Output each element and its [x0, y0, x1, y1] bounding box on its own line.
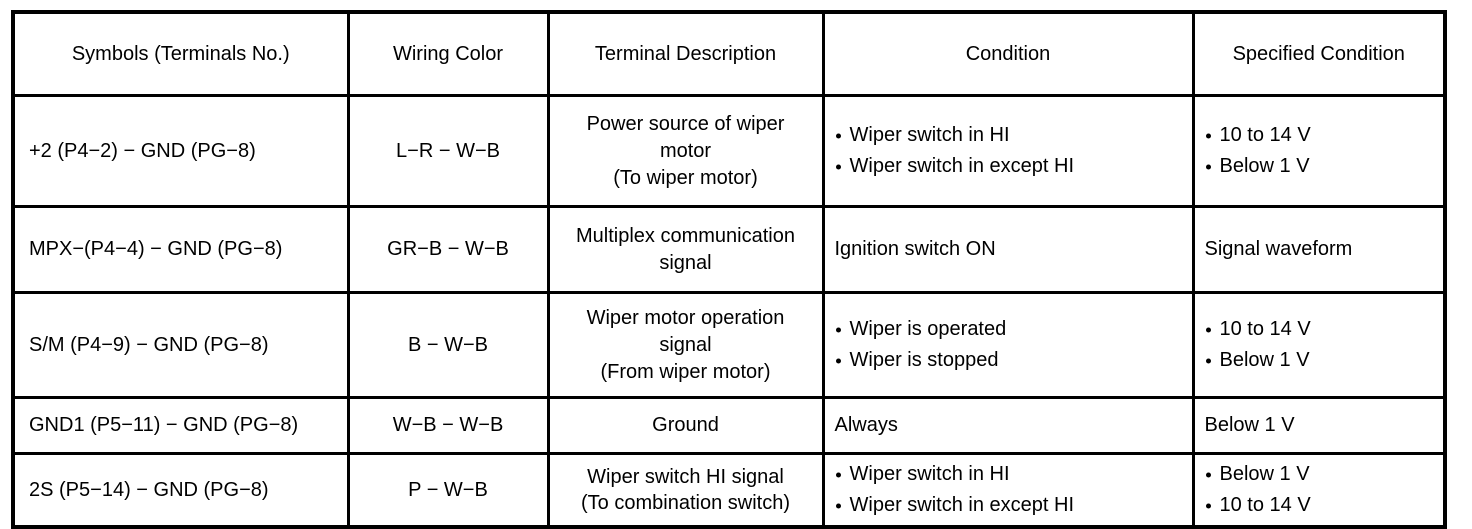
cell-condition: Wiper switch in HI Wiper switch in excep…	[821, 452, 1195, 529]
column-header-wiring-color-label: Wiring Color	[392, 42, 504, 65]
cell-specified-condition: 10 to 14 V Below 1 V	[1191, 291, 1447, 400]
cell-terminal-description: Ground	[546, 396, 825, 456]
cell-condition: Wiper is operated Wiper is stopped	[821, 291, 1195, 400]
symbols-text: 2S (P5−14) − GND (PG−8)	[29, 478, 269, 501]
cell-symbols: GND1 (P5−11) − GND (PG−8)	[11, 396, 350, 456]
condition-item: Wiper switch in except HI	[835, 151, 1182, 182]
cell-specified-condition: Below 1 V 10 to 14 V	[1191, 452, 1447, 529]
table-header: Symbols (Terminals No.) Wiring Color Ter…	[11, 10, 1447, 98]
column-header-wiring-color: Wiring Color	[346, 10, 550, 98]
cell-symbols: MPX−(P4−4) − GND (PG−8)	[11, 205, 350, 295]
column-header-condition-label: Condition	[965, 42, 1051, 65]
cell-wiring-color: P − W−B	[346, 452, 550, 529]
column-header-condition: Condition	[821, 10, 1195, 98]
condition-item: Wiper is stopped	[835, 345, 1182, 376]
cell-terminal-description: Wiper switch HI signal (To combination s…	[546, 452, 825, 529]
specified-condition-item: Below 1 V	[1205, 459, 1434, 490]
symbols-text: +2 (P4−2) − GND (PG−8)	[29, 139, 256, 162]
condition-list: Wiper switch in HI Wiper switch in excep…	[835, 120, 1182, 182]
column-header-terminal-description-label: Terminal Description	[594, 42, 777, 65]
description-line: motor	[659, 139, 712, 162]
specified-condition-list: 10 to 14 V Below 1 V	[1205, 314, 1434, 376]
cell-symbols: S/M (P4−9) − GND (PG−8)	[11, 291, 350, 400]
table-body: +2 (P4−2) − GND (PG−8) L−R − W−B Power s…	[11, 94, 1447, 529]
description-line: Wiper switch HI signal	[587, 465, 784, 488]
column-header-specified-condition-label: Specified Condition	[1232, 42, 1405, 65]
condition-list: Wiper switch in HI Wiper switch in excep…	[835, 459, 1182, 521]
table-row: GND1 (P5−11) − GND (PG−8) W−B − W−B Grou…	[11, 396, 1447, 456]
symbols-text: GND1 (P5−11) − GND (PG−8)	[29, 414, 299, 437]
cell-specified-condition: 10 to 14 V Below 1 V	[1191, 94, 1447, 209]
cell-terminal-description: Wiper motor operation signal (From wiper…	[546, 291, 825, 400]
description-line: (From wiper motor)	[600, 360, 771, 383]
description-line: signal	[659, 251, 712, 274]
column-header-symbols-label: Symbols (Terminals No.)	[71, 42, 290, 65]
description-line: signal	[659, 333, 712, 356]
cell-condition: Wiper switch in HI Wiper switch in excep…	[821, 94, 1195, 209]
description-line: Wiper motor operation	[586, 307, 785, 330]
terminal-inspection-table: Symbols (Terminals No.) Wiring Color Ter…	[11, 10, 1447, 529]
description-line: Multiplex communication	[576, 225, 795, 248]
description-line: Ground	[652, 414, 719, 437]
wiring-color-text: W−B − W−B	[392, 414, 504, 437]
specified-condition-item: 10 to 14 V	[1205, 490, 1434, 521]
specified-condition-item: 10 to 14 V	[1205, 120, 1434, 151]
condition-list: Wiper is operated Wiper is stopped	[835, 314, 1182, 376]
specified-condition-list: Below 1 V 10 to 14 V	[1205, 459, 1434, 521]
cell-wiring-color: GR−B − W−B	[346, 205, 550, 295]
specified-condition-item: Below 1 V	[1205, 345, 1434, 376]
table-row: +2 (P4−2) − GND (PG−8) L−R − W−B Power s…	[11, 94, 1447, 209]
wiring-color-text: P − W−B	[408, 478, 488, 501]
cell-symbols: 2S (P5−14) − GND (PG−8)	[11, 452, 350, 529]
column-header-symbols: Symbols (Terminals No.)	[11, 10, 350, 98]
description-line: Power source of wiper	[586, 113, 785, 136]
cell-symbols: +2 (P4−2) − GND (PG−8)	[11, 94, 350, 209]
wiring-color-text: GR−B − W−B	[387, 238, 509, 261]
cell-condition: Always	[821, 396, 1195, 456]
symbols-text: MPX−(P4−4) − GND (PG−8)	[29, 238, 283, 261]
cell-terminal-description: Power source of wiper motor (To wiper mo…	[546, 94, 825, 209]
cell-wiring-color: L−R − W−B	[346, 94, 550, 209]
specified-condition-item: Signal waveform	[1204, 238, 1353, 261]
cell-terminal-description: Multiplex communication signal	[546, 205, 825, 295]
description-line: (To wiper motor)	[613, 166, 758, 189]
condition-item: Ignition switch ON	[834, 238, 996, 261]
cell-specified-condition: Signal waveform	[1191, 205, 1447, 295]
specified-condition-list: 10 to 14 V Below 1 V	[1205, 120, 1434, 182]
condition-item: Wiper switch in HI	[835, 120, 1182, 151]
cell-condition: Ignition switch ON	[821, 205, 1195, 295]
terminal-inspection-table-container: Symbols (Terminals No.) Wiring Color Ter…	[11, 10, 1447, 529]
wiring-color-text: L−R − W−B	[396, 139, 500, 162]
table-row: MPX−(P4−4) − GND (PG−8) GR−B − W−B Multi…	[11, 205, 1447, 295]
cell-wiring-color: W−B − W−B	[346, 396, 550, 456]
description-line: (To combination switch)	[581, 492, 790, 515]
condition-item: Wiper is operated	[835, 314, 1182, 345]
condition-item: Wiper switch in HI	[835, 459, 1182, 490]
table-header-row: Symbols (Terminals No.) Wiring Color Ter…	[11, 10, 1447, 98]
wiring-color-text: B − W−B	[407, 333, 489, 356]
column-header-terminal-description: Terminal Description	[546, 10, 825, 98]
specified-condition-item: Below 1 V	[1204, 414, 1295, 437]
table-row: 2S (P5−14) − GND (PG−8) P − W−B Wiper sw…	[11, 452, 1447, 529]
condition-item: Always	[834, 414, 898, 437]
cell-specified-condition: Below 1 V	[1191, 396, 1447, 456]
cell-wiring-color: B − W−B	[346, 291, 550, 400]
table-row: S/M (P4−9) − GND (PG−8) B − W−B Wiper mo…	[11, 291, 1447, 400]
condition-item: Wiper switch in except HI	[835, 490, 1182, 521]
specified-condition-item: Below 1 V	[1205, 151, 1434, 182]
column-header-specified-condition: Specified Condition	[1191, 10, 1447, 98]
symbols-text: S/M (P4−9) − GND (PG−8)	[29, 333, 269, 356]
specified-condition-item: 10 to 14 V	[1205, 314, 1434, 345]
